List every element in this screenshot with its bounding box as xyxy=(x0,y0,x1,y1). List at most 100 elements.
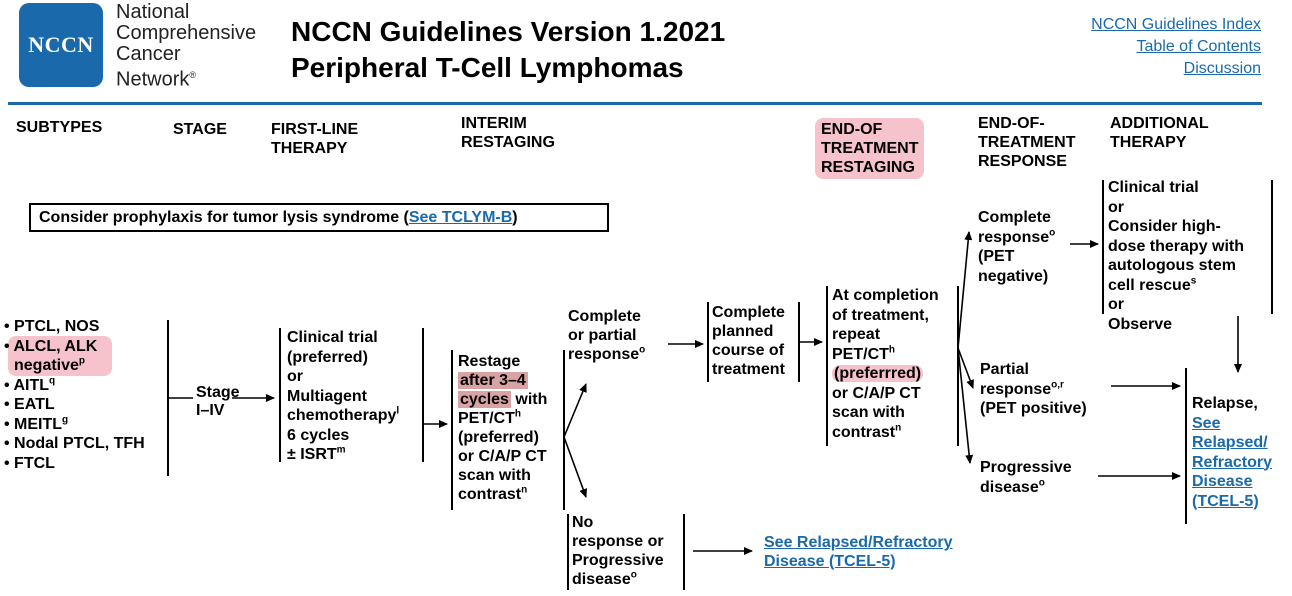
complete-response-node: Complete responseo (PET negative) xyxy=(978,208,1055,286)
response-text: response xyxy=(568,346,640,363)
header-line: THERAPY xyxy=(1110,134,1187,151)
therapy-line: Clinical trial xyxy=(287,329,378,346)
footnote-ref: o xyxy=(1049,227,1056,239)
restage-line: PET/CTh xyxy=(458,409,547,428)
tls-text: Consider prophylaxis for tumor lysis syn… xyxy=(39,209,409,226)
table-of-contents-link[interactable]: Table of Contents xyxy=(1136,38,1261,55)
org-line: Network® xyxy=(116,65,256,91)
additional-line: or xyxy=(1108,198,1124,216)
relapse-link[interactable]: (TCEL-5) xyxy=(1192,492,1259,510)
additional-line: Consider high- xyxy=(1108,218,1221,235)
col-header-eot-restaging: END-OF TREATMENT RESTAGING xyxy=(815,118,925,179)
footnote-ref: o xyxy=(630,569,637,581)
header-line: RESTAGING xyxy=(461,134,555,151)
subtype-text: • AITL xyxy=(4,376,49,394)
response-line: or partial xyxy=(568,327,637,344)
eot-line: scan with xyxy=(832,404,905,421)
registered-mark: ® xyxy=(189,70,196,80)
eot-bracket-left xyxy=(826,286,828,446)
first-line-therapy-node: Clinical trial (preferred) or Multiagent… xyxy=(287,328,399,465)
restage-line: cycles with xyxy=(458,390,547,409)
response-line: diseaseo xyxy=(572,570,664,589)
subtype-item: • PTCL, NOS xyxy=(4,318,100,335)
relapse-link[interactable]: Refractory xyxy=(1192,453,1273,471)
cr-pr-node: Complete or partial responseo xyxy=(568,307,645,364)
organization-name: National Comprehensive Cancer Network® xyxy=(116,2,256,91)
therapy-line: ± ISRTm xyxy=(287,445,399,465)
header-line: INTERIM xyxy=(461,115,527,132)
stage-node: Stage I–IV xyxy=(196,384,240,420)
col-header-subtypes: SUBTYPES xyxy=(16,119,103,136)
course-line: Complete xyxy=(712,304,785,321)
eot-line: PET/CTh xyxy=(832,345,939,365)
relapse-line: Relapse, xyxy=(1192,395,1258,412)
arrow-eot-to-pr xyxy=(957,347,974,389)
footnote-ref: p xyxy=(78,355,86,367)
additional-line: or xyxy=(1108,296,1124,313)
response-line: (PET positive) xyxy=(980,400,1087,417)
stage-line: Stage xyxy=(196,384,240,401)
nccn-logo: NCCN xyxy=(19,3,103,87)
col-header-additional: ADDITIONAL THERAPY xyxy=(1110,114,1209,152)
arrow-interim-to-crpr xyxy=(563,383,587,438)
eot-bracket-right xyxy=(957,286,959,446)
org-line-text: Network xyxy=(116,68,190,91)
relapsed-refractory-link[interactable]: Disease (TCEL-5) xyxy=(764,553,896,570)
eot-line: (preferrred) xyxy=(832,364,939,384)
relapse-node: Relapse, See Relapsed/ Refractory Diseas… xyxy=(1192,394,1272,511)
stage-line: I–IV xyxy=(196,402,225,419)
restage-text: with xyxy=(510,391,548,408)
eot-highlight: (preferrred) xyxy=(832,365,924,382)
response-line: responseo,r xyxy=(980,380,1087,400)
progressive-disease-node: Progressive diseaseo xyxy=(980,458,1072,497)
relapse-link[interactable]: See xyxy=(1192,414,1221,432)
org-line: Cancer xyxy=(116,43,181,65)
course-line: course of xyxy=(712,342,785,359)
header-line: FIRST-LINE xyxy=(271,121,359,138)
eot-text: PET/CT xyxy=(832,345,889,363)
title-line: NCCN Guidelines Version 1.2021 xyxy=(291,16,726,47)
footnote-ref: s xyxy=(1190,275,1197,287)
no-response-bracket-left xyxy=(567,514,569,590)
additional-line: Observe xyxy=(1108,315,1173,333)
response-text: disease xyxy=(980,478,1039,496)
arrow-eot-to-cr xyxy=(957,231,973,349)
relapse-link[interactable]: Disease xyxy=(1192,473,1253,490)
response-line: diseaseo xyxy=(980,478,1072,498)
top-nav-links: NCCN Guidelines Index Table of Contents … xyxy=(1091,14,1261,80)
response-line: response or xyxy=(572,533,664,550)
course-line: planned xyxy=(712,323,774,340)
header-line: THERAPY xyxy=(271,140,348,157)
restage-line: after 3–4 xyxy=(458,371,547,390)
course-bracket-left xyxy=(707,302,709,382)
subtype-item: • FTCL xyxy=(4,454,55,472)
tclym-b-link[interactable]: See TCLYM-B xyxy=(408,209,513,226)
interim-bracket-right xyxy=(563,350,565,510)
header-line: TREATMENT xyxy=(821,140,919,157)
restage-text: contrast xyxy=(458,486,522,503)
response-text: response xyxy=(980,380,1052,398)
header-line: ADDITIONAL xyxy=(1110,115,1209,132)
subtype-line: negativep xyxy=(4,356,145,376)
relapse-link[interactable]: Relapsed/ xyxy=(1192,434,1268,451)
restage-line: scan with xyxy=(458,467,531,484)
header-line: TREATMENT xyxy=(978,134,1076,151)
relapsed-refractory-link[interactable]: See Relapsed/Refractory xyxy=(764,534,953,551)
subtype-item: • Nodal PTCL, TFH xyxy=(4,435,145,452)
org-line: Comprehensive xyxy=(116,22,257,44)
footnote-ref: h xyxy=(514,408,521,420)
response-line: Progressive xyxy=(980,459,1072,476)
discussion-link[interactable]: Discussion xyxy=(1183,60,1261,77)
eot-line: contrastn xyxy=(832,423,939,443)
interim-bracket-left xyxy=(451,350,453,510)
response-line: No xyxy=(572,514,594,531)
eot-restaging-node: At completion of treatment, repeat PET/C… xyxy=(832,286,939,442)
additional-line: dose therapy with xyxy=(1108,237,1245,255)
footnote-ref: q xyxy=(49,375,56,387)
additional-line: autologous stem xyxy=(1108,257,1237,274)
guidelines-index-link[interactable]: NCCN Guidelines Index xyxy=(1091,16,1261,33)
tcel5-link-block: See Relapsed/Refractory Disease (TCEL-5) xyxy=(764,533,953,571)
footnote-ref: n xyxy=(895,422,902,434)
subtype-item: • AITLq xyxy=(4,376,145,396)
